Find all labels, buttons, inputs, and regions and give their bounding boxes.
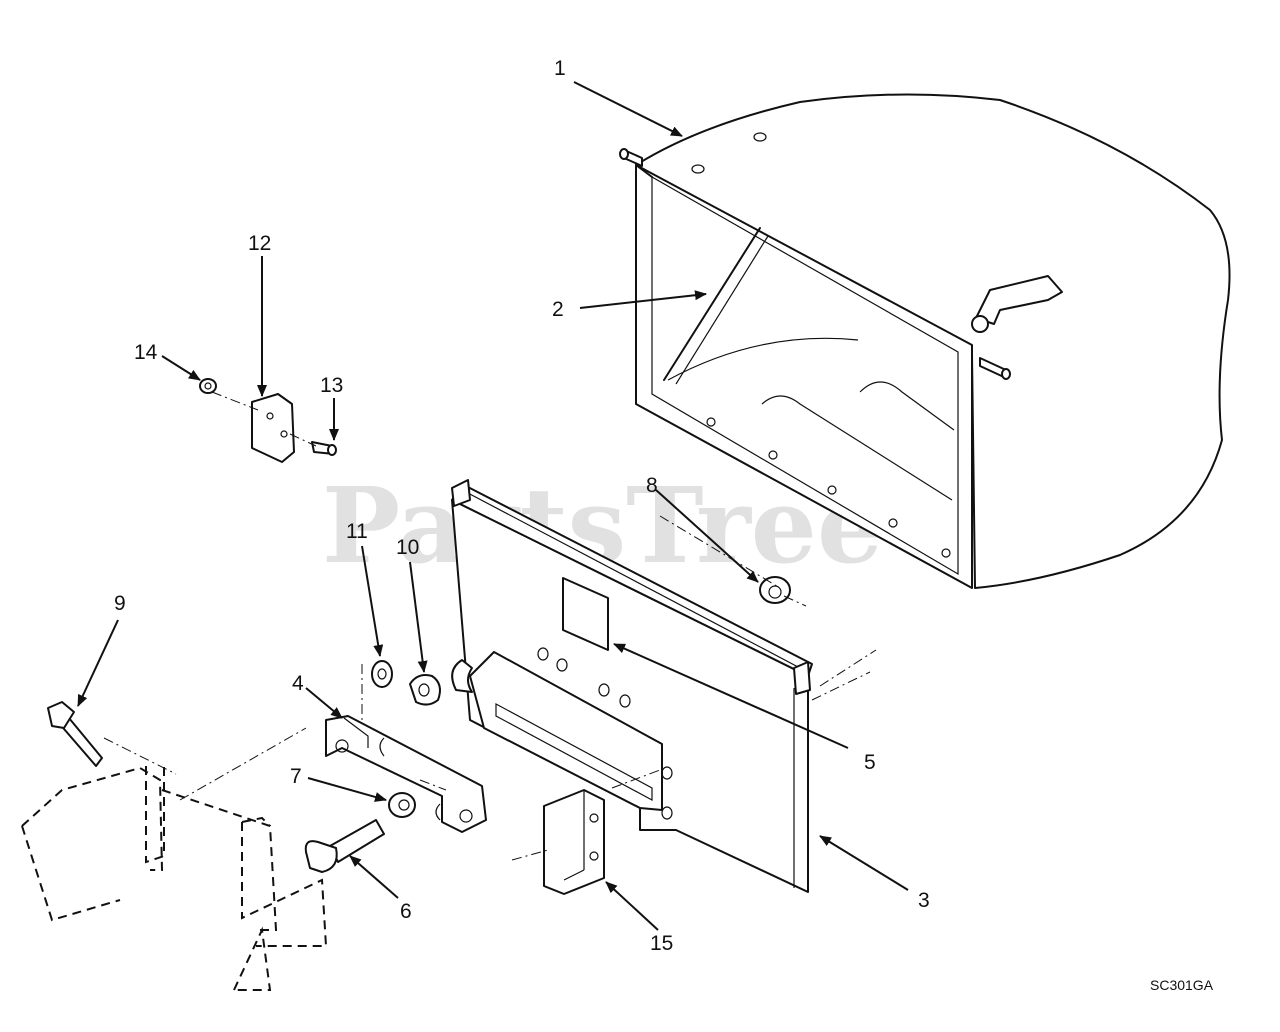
callout-6: 6 xyxy=(400,900,412,923)
callout-8: 8 xyxy=(646,474,658,497)
callout-12: 12 xyxy=(248,232,271,255)
callout-9: 9 xyxy=(114,592,126,615)
part-11-washer xyxy=(371,660,393,688)
callout-5: 5 xyxy=(864,751,876,774)
part-5-decal xyxy=(562,577,609,651)
callout-11: 11 xyxy=(346,520,368,543)
part-14-nut xyxy=(199,378,217,394)
part-9-bolt xyxy=(47,701,103,767)
part-13-screw xyxy=(311,441,337,456)
part-15-bracket xyxy=(543,789,605,895)
callout-3: 3 xyxy=(918,889,930,912)
callout-13: 13 xyxy=(320,374,343,397)
part-3-mounting-plate xyxy=(451,479,813,893)
dashed-deflector xyxy=(21,766,328,991)
leader-arrows xyxy=(77,81,909,931)
alignment-lines xyxy=(103,391,877,861)
part-8-nut xyxy=(759,576,791,604)
callout-10: 10 xyxy=(396,536,419,559)
callout-7: 7 xyxy=(290,765,302,788)
drawing-code: SC301GA xyxy=(1150,977,1214,993)
callout-1: 1 xyxy=(554,57,566,80)
part-7-washer xyxy=(388,792,416,818)
part-10-nut xyxy=(409,674,441,706)
part-6-bolt xyxy=(304,819,385,873)
callout-4: 4 xyxy=(292,672,304,695)
part-4-hinge-bracket xyxy=(325,715,487,833)
part-12-latch xyxy=(251,393,295,463)
part-1-housing xyxy=(619,93,1231,589)
callout-2: 2 xyxy=(552,298,564,321)
callout-15: 15 xyxy=(650,932,673,955)
callout-14: 14 xyxy=(134,341,158,364)
